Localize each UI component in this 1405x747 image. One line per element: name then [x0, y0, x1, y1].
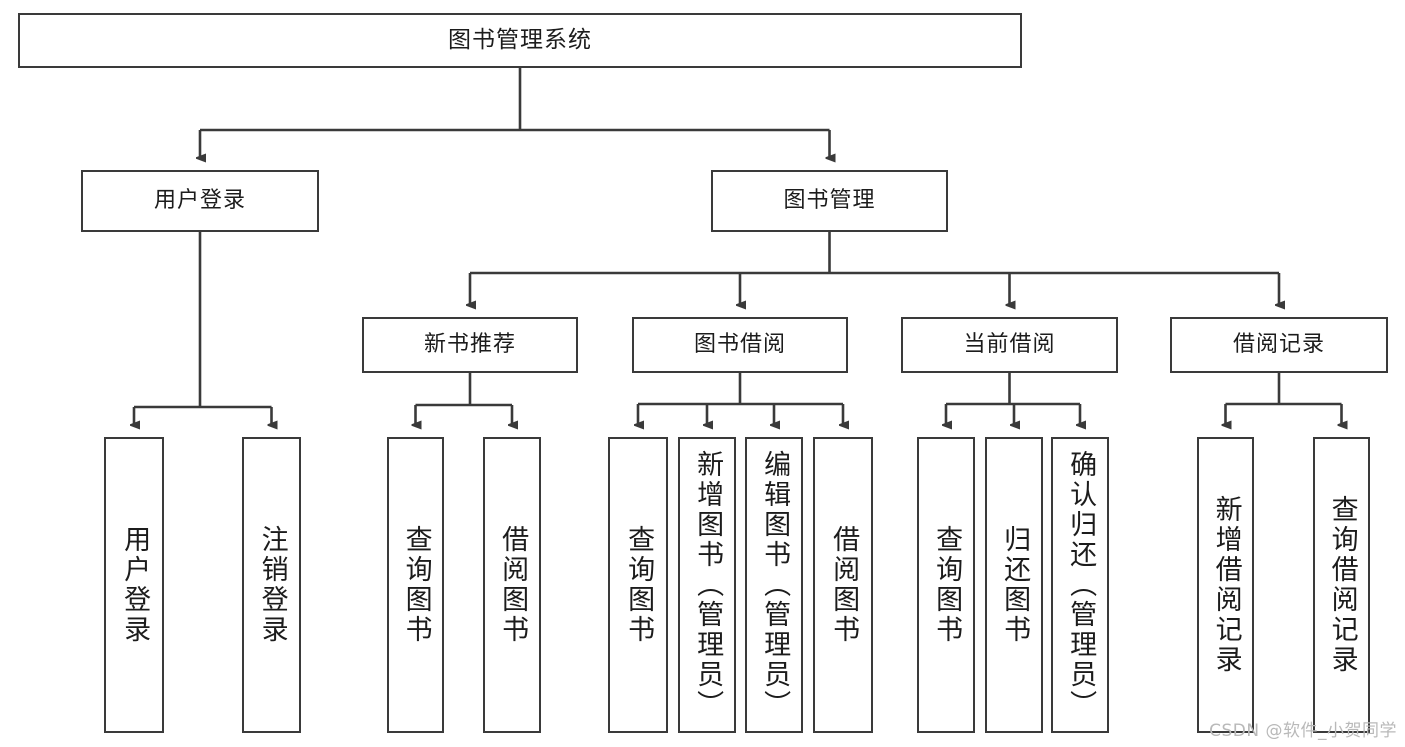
node-leaf_3[interactable]: 借阅图书: [483, 437, 541, 733]
node-l3_2[interactable]: 当前借阅: [901, 317, 1118, 373]
node-label: 注销登录: [256, 525, 288, 645]
node-label: 借阅图书: [828, 525, 860, 645]
node-label: 图书借阅: [693, 332, 786, 358]
node-label: 查询图书: [931, 525, 963, 645]
node-label: 查询图书: [400, 525, 432, 645]
node-leaf_10[interactable]: 确认归还（管理员）: [1051, 437, 1109, 733]
edges-group: [134, 68, 1342, 425]
node-l3_3[interactable]: 借阅记录: [1170, 317, 1388, 373]
node-leaf_9[interactable]: 归还图书: [985, 437, 1043, 733]
node-label: 用户登录: [119, 525, 151, 645]
node-leaf_0[interactable]: 用户登录: [104, 437, 164, 733]
node-label: 新增借阅记录: [1210, 495, 1242, 675]
node-root[interactable]: 图书管理系统: [18, 13, 1022, 68]
node-leaf_12[interactable]: 查询借阅记录: [1313, 437, 1370, 733]
node-l3_1[interactable]: 图书借阅: [632, 317, 848, 373]
node-label: 确认归还（管理员）: [1065, 450, 1097, 720]
node-label: 当前借阅: [963, 332, 1056, 358]
node-l3_0[interactable]: 新书推荐: [362, 317, 578, 373]
node-label: 借阅图书: [497, 525, 529, 645]
node-label: 用户登录: [153, 188, 246, 214]
node-leaf_5[interactable]: 新增图书（管理员）: [678, 437, 736, 733]
node-label: 借阅记录: [1232, 332, 1325, 358]
node-leaf_11[interactable]: 新增借阅记录: [1197, 437, 1254, 733]
node-label: 编辑图书（管理员）: [759, 450, 791, 720]
node-leaf_6[interactable]: 编辑图书（管理员）: [745, 437, 803, 733]
node-l2_1[interactable]: 图书管理: [711, 170, 948, 232]
node-leaf_2[interactable]: 查询图书: [387, 437, 444, 733]
node-label: 查询借阅记录: [1326, 495, 1358, 675]
node-leaf_7[interactable]: 借阅图书: [813, 437, 873, 733]
node-label: 归还图书: [999, 525, 1031, 645]
node-label: 新书推荐: [423, 332, 516, 358]
node-l2_0[interactable]: 用户登录: [81, 170, 319, 232]
node-leaf_4[interactable]: 查询图书: [608, 437, 668, 733]
node-label: 图书管理: [783, 188, 876, 214]
node-label: 图书管理系统: [448, 26, 592, 53]
node-leaf_8[interactable]: 查询图书: [917, 437, 975, 733]
node-label: 新增图书（管理员）: [692, 450, 724, 720]
node-leaf_1[interactable]: 注销登录: [242, 437, 301, 733]
node-label: 查询图书: [623, 525, 655, 645]
